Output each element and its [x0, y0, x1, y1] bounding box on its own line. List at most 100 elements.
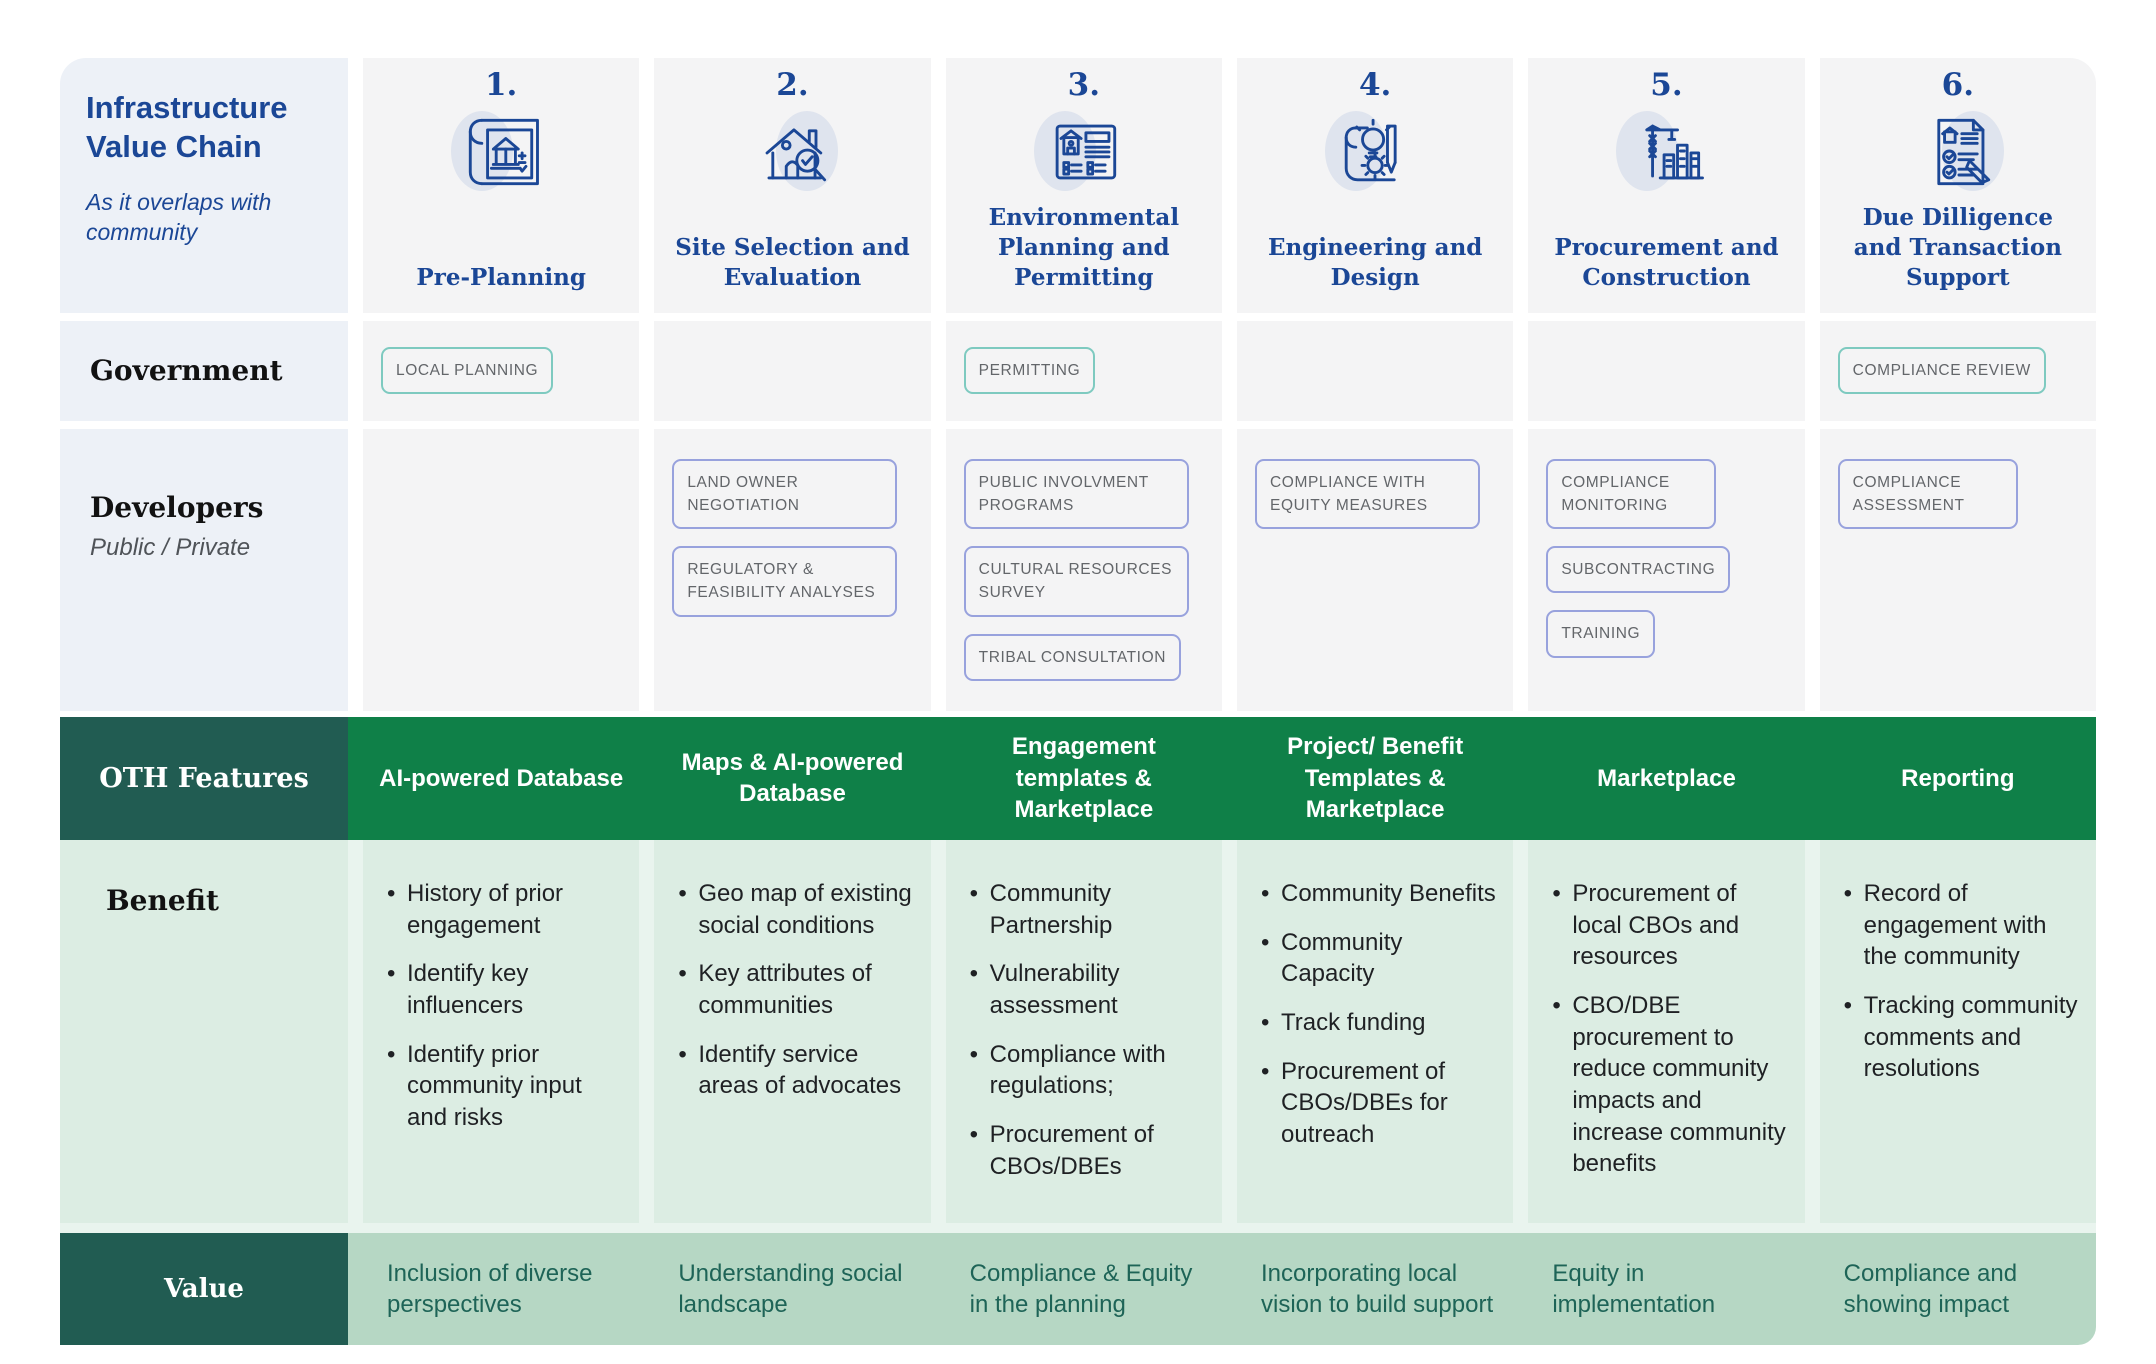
feature-item: Reporting — [1901, 764, 2015, 792]
feature-item: AI-powered Database — [379, 764, 624, 792]
phase-number: 6. — [1941, 67, 1975, 103]
value-cell-5: Equity in implementation — [1528, 1233, 1804, 1345]
value-item: Compliance & Equity in the planning — [969, 1259, 1193, 1319]
phase-number: 5. — [1650, 67, 1683, 103]
value-cell-1: Inclusion of diverse perspectives — [363, 1233, 639, 1345]
value-cell-3: Compliance & Equity in the planning — [946, 1233, 1222, 1345]
tag-chip-local-planning: LOCAL PLANNING — [381, 347, 554, 395]
tag-chip-land-owner-negotiation: LAND OWNER NEGOTIATION — [672, 458, 898, 530]
developers-row-sublabel: Public / Private — [90, 533, 251, 561]
value-item: Compliance and showing impact — [1843, 1259, 2018, 1319]
benefit-cell-1: History of prior engagement Identify key… — [363, 839, 640, 1224]
benefit-item: Track funding — [1253, 1007, 1499, 1039]
value-item: Understanding social landscape — [678, 1259, 903, 1319]
developers-row-label-cell: Developers Public / Private — [60, 428, 348, 711]
phase-label: Site Selection and Evaluation — [675, 233, 910, 291]
government-cell-1: LOCAL PLANNING — [363, 320, 640, 421]
benefit-item: Procurement of local CBOs and resources — [1544, 878, 1790, 973]
developers-row: Developers Public / Private LAND OWNER N… — [60, 428, 2096, 711]
phase-cell-engineering: 4. Engineering and Design — [1237, 58, 1514, 313]
value-item: Inclusion of diverse perspectives — [387, 1259, 593, 1319]
phase-label: Procurement and Construction — [1554, 233, 1779, 291]
developers-cell-4: COMPLIANCE WITH EQUITY MEASURES — [1237, 428, 1514, 711]
benefit-cell-4: Community Benefits Community Capacity Tr… — [1237, 839, 1514, 1224]
value-cell-2: Understanding social landscape — [654, 1233, 930, 1345]
phase-header-row: Infrastructure Value Chain As it overlap… — [60, 58, 2096, 313]
benefit-item: CBO/DBE procurement to reduce community … — [1544, 990, 1790, 1180]
developers-cell-6: COMPLIANCE ASSESSMENT — [1819, 428, 2096, 711]
tag-chip-compliance-monitoring: COMPLIANCE MONITORING — [1546, 458, 1717, 530]
phase-label: Engineering and Design — [1267, 233, 1483, 291]
feature-item: Marketplace — [1597, 764, 1736, 792]
icon-backdrop-blob — [1325, 111, 1388, 191]
benefit-item: Community Capacity — [1253, 927, 1499, 990]
value-row-label: Value — [164, 1274, 244, 1305]
benefit-cell-6: Record of engagement with the community … — [1819, 839, 2096, 1224]
benefit-list: Community Partnership Vulnerability asse… — [962, 878, 1208, 1182]
government-row-label-cell: Government — [60, 320, 348, 421]
value-cell-6: Compliance and showing impact — [1820, 1233, 2096, 1345]
phase-cell-site-selection: 2. Site Selection and Evaluation — [654, 58, 931, 313]
benefit-item: Identify prior community input and risks — [379, 1039, 625, 1134]
benefit-item: Identify key influencers — [379, 958, 625, 1021]
benefit-item: Community Partnership — [962, 878, 1208, 941]
page-subtitle: As it overlaps with community — [86, 189, 272, 245]
government-row: Government LOCAL PLANNING PERMITTING COM… — [60, 320, 2096, 421]
benefit-item: Community Benefits — [1253, 878, 1499, 910]
benefit-item: Compliance with regulations; — [962, 1039, 1208, 1102]
feature-item: Project/ Benefit Templates & Marketplace — [1287, 732, 1464, 824]
government-cell-5 — [1528, 320, 1805, 421]
government-cell-2 — [654, 320, 931, 421]
benefit-row: Benefit History of prior engagement Iden… — [60, 839, 2096, 1234]
benefit-item: Key attributes of communities — [670, 958, 916, 1021]
benefit-item: Identify service areas of advocates — [670, 1039, 916, 1102]
benefit-item: Procurement of CBOs/DBEs for outreach — [1253, 1056, 1499, 1151]
benefit-cell-3: Community Partnership Vulnerability asse… — [945, 839, 1222, 1224]
tag-chip-compliance-assessment: COMPLIANCE ASSESSMENT — [1837, 458, 2018, 530]
benefit-item: Tracking community comments and resoluti… — [1836, 990, 2082, 1085]
phase-number: 2. — [776, 67, 809, 103]
developers-cell-5: COMPLIANCE MONITORING SUBCONTRACTING TRA… — [1528, 428, 1805, 711]
blueprint-building-icon — [451, 103, 551, 203]
feature-cell-3: Engagement templates & Marketplace — [946, 717, 1222, 840]
feature-item: Maps & AI-powered Database — [681, 748, 904, 808]
phase-label: Due Dilligence and Transaction Support — [1853, 204, 2062, 291]
benefit-item: Record of engagement with the community — [1836, 878, 2082, 973]
feature-cell-1: AI-powered Database — [363, 717, 639, 840]
phase-number: 3. — [1067, 67, 1101, 103]
phase-number: 1. — [484, 67, 518, 103]
benefit-row-label-cell: Benefit — [60, 839, 348, 1224]
oth-features-label-cell: OTH Features — [60, 716, 348, 840]
developers-row-label: Developers — [90, 490, 264, 524]
document-checklist-icon — [1033, 103, 1134, 203]
benefit-item: Procurement of CBOs/DBEs — [962, 1119, 1208, 1182]
value-item: Equity in implementation — [1552, 1259, 1716, 1319]
developers-cell-2: LAND OWNER NEGOTIATION REGULATORY & FEAS… — [654, 428, 931, 711]
government-cell-4 — [1237, 320, 1514, 421]
document-approval-icon — [1908, 103, 2008, 203]
government-row-label: Government — [90, 354, 283, 388]
tag-chip-tribal-consultation: TRIBAL CONSULTATION — [963, 633, 1182, 681]
feature-cell-5: Marketplace — [1528, 717, 1804, 840]
government-cell-3: PERMITTING — [945, 320, 1222, 421]
phase-cell-procurement: 5. Procurement and Construction — [1528, 58, 1805, 313]
benefit-item: Geo map of existing social conditions — [670, 878, 916, 941]
phase-label: Pre-Planning — [416, 263, 586, 291]
benefit-cell-2: Geo map of existing social conditions Ke… — [654, 839, 931, 1224]
house-magnifier-icon — [742, 103, 842, 203]
oth-features-band: OTH Features AI-powered Database Maps & … — [60, 716, 2096, 840]
benefit-list: Geo map of existing social conditions Ke… — [670, 878, 916, 1102]
benefit-cell-5: Procurement of local CBOs and resources … — [1528, 839, 1805, 1224]
value-row: Value Inclusion of diverse perspectives … — [60, 1233, 2096, 1346]
infrastructure-value-chain-board: Infrastructure Value Chain As it overlap… — [60, 58, 2096, 1346]
phase-label: Environmental Planning and Permitting — [988, 204, 1180, 291]
tag-chip-compliance-review: COMPLIANCE REVIEW — [1837, 347, 2046, 395]
benefit-list: Record of engagement with the community … — [1836, 878, 2082, 1085]
developers-cell-3: PUBLIC INVOLVMENT PROGRAMS CULTURAL RESO… — [945, 428, 1222, 711]
benefit-item: History of prior engagement — [379, 878, 625, 941]
feature-cell-6: Reporting — [1820, 717, 2096, 840]
developers-cell-1 — [363, 428, 640, 711]
phase-cell-pre-planning: 1. Pre-Planning — [363, 58, 640, 313]
crane-buildings-icon — [1616, 103, 1716, 203]
tag-chip-cultural-resources: CULTURAL RESOURCES SURVEY — [963, 546, 1189, 617]
